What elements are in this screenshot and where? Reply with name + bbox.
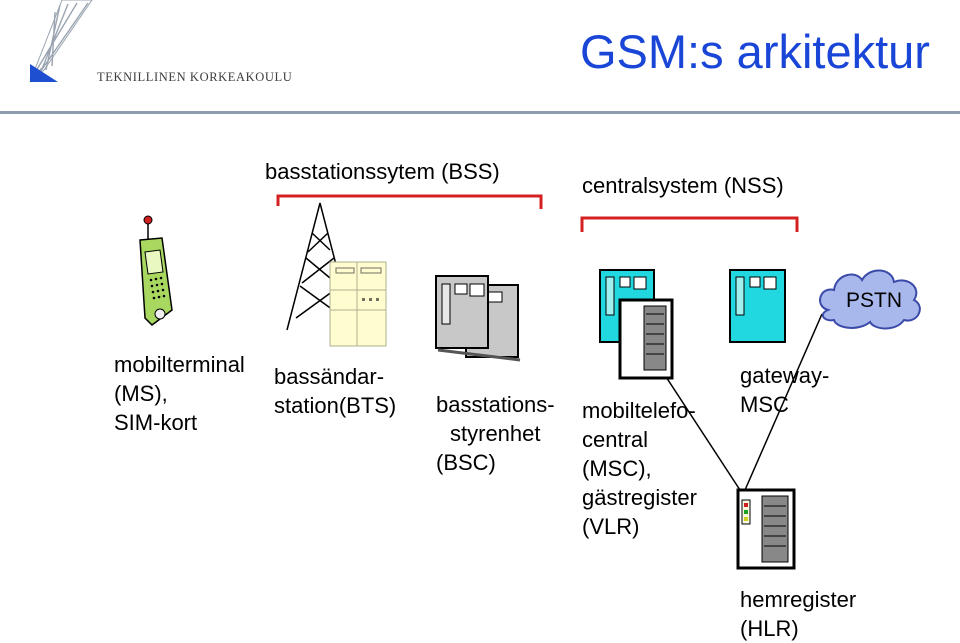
nss-bracket-label: centralsystem (NSS) — [582, 173, 784, 198]
msc-label-line: gästregister — [582, 485, 697, 510]
gmsc-label: gateway- MSC — [740, 361, 829, 419]
gmsc-label-line: gateway- — [740, 363, 830, 388]
logo-icon — [29, 0, 93, 83]
pstn-cloud-icon — [819, 269, 921, 330]
ms-label-line: mobilterminal — [114, 352, 245, 377]
hlr-label: hemregister (HLR) — [740, 585, 856, 643]
msc-label-line: mobiltelefo- — [582, 398, 696, 423]
pstn-label: PSTN — [846, 289, 903, 312]
bts-label: bassändar- station(BTS) — [274, 362, 396, 420]
msc-label-line: central — [582, 427, 649, 452]
bsc-server-icon — [435, 275, 521, 362]
bsc-label-line: basstations- — [436, 392, 555, 417]
bss-bracket — [276, 194, 543, 209]
vlr-database-icon — [618, 298, 674, 380]
ms-label: mobilterminal (MS), SIM-kort — [114, 350, 245, 437]
bsc-label-line: (BSC) — [436, 450, 496, 475]
bts-label-line: bassändar- — [274, 364, 385, 389]
bss-bracket-label: basstationssytem (BSS) — [265, 159, 500, 184]
bts-label-line: station(BTS) — [274, 393, 397, 418]
gateway-msc-server-icon — [729, 269, 786, 343]
mobile-phone-icon — [139, 215, 173, 326]
hlr-label-line: hemregister — [740, 587, 857, 612]
gmsc-label-line: MSC — [740, 392, 789, 417]
nss-bracket — [580, 216, 799, 232]
vlr-hlr-link — [654, 359, 741, 491]
bsc-label-line: styrenhet — [450, 421, 541, 446]
msc-label-line: (MSC), — [582, 456, 652, 481]
slide-title: GSM:s arkitektur — [580, 25, 930, 78]
bsc-label: basstations- styrenhet (BSC) — [436, 390, 555, 477]
msc-label-line: (VLR) — [582, 514, 640, 539]
ms-label-line: SIM-kort — [114, 410, 198, 435]
ms-label-line: (MS), — [114, 381, 168, 406]
hlr-database-icon — [736, 488, 796, 570]
logo-text: TEKNILLINEN KORKEAKOULU — [97, 70, 293, 84]
hlr-label-line: (HLR) — [740, 616, 799, 641]
msc-label: mobiltelefo- central (MSC), gästregister… — [582, 396, 697, 541]
bts-cabinet-icon — [329, 261, 387, 347]
gmsc-hlr-link — [744, 313, 823, 491]
header-divider — [0, 111, 960, 114]
